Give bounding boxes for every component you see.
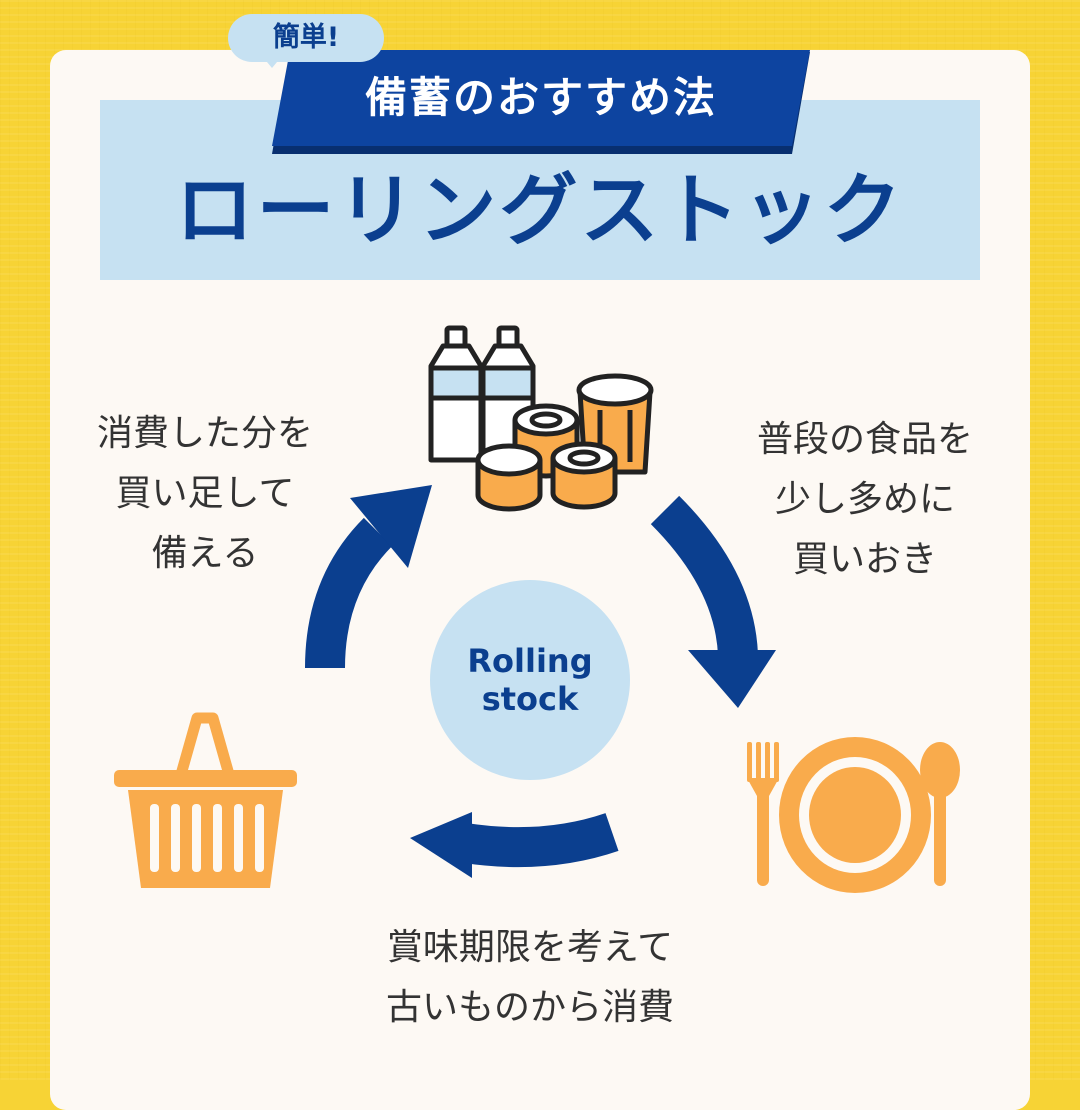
cycle-arrow-icon bbox=[410, 812, 619, 878]
caption-left-line: 消費した分を bbox=[96, 413, 313, 454]
caption-bottom: 賞味期限を考えて 古いものから消費 bbox=[330, 918, 730, 1038]
caption-left-line: 備える bbox=[151, 533, 259, 574]
caption-right-line: 買いおき bbox=[792, 539, 937, 580]
shopping-basket-icon bbox=[114, 712, 297, 888]
caption-right-line: 少し多めに bbox=[774, 479, 955, 520]
ribbon-shape bbox=[272, 50, 810, 154]
plate-fork-spoon-icon bbox=[747, 737, 960, 893]
page-title: ローリングストック bbox=[175, 166, 905, 256]
ribbon-label: 備蓄のおすすめ法 bbox=[364, 73, 717, 122]
caption-left-line: 買い足して bbox=[115, 473, 295, 514]
caption-left: 消費した分を 買い足して 備える bbox=[80, 404, 330, 584]
caption-right: 普段の食品を 少し多めに 買いおき bbox=[730, 410, 1000, 590]
caption-right-line: 普段の食品を bbox=[756, 419, 973, 460]
bottles-and-cans-icon bbox=[428, 325, 654, 512]
center-label-line1: Rolling bbox=[467, 642, 593, 680]
center-circle: Rolling stock bbox=[430, 580, 630, 780]
caption-bottom-line: 賞味期限を考えて bbox=[386, 927, 674, 968]
center-label-line2: stock bbox=[481, 680, 579, 718]
badge: 簡単! bbox=[228, 14, 384, 62]
cycle-arrow-icon bbox=[305, 485, 432, 669]
ribbon-banner: 備蓄のおすすめ法 bbox=[268, 50, 814, 154]
illustration-layer bbox=[114, 325, 960, 893]
cycle-arrow-icon bbox=[650, 495, 776, 708]
caption-bottom-line: 古いものから消費 bbox=[385, 987, 674, 1028]
